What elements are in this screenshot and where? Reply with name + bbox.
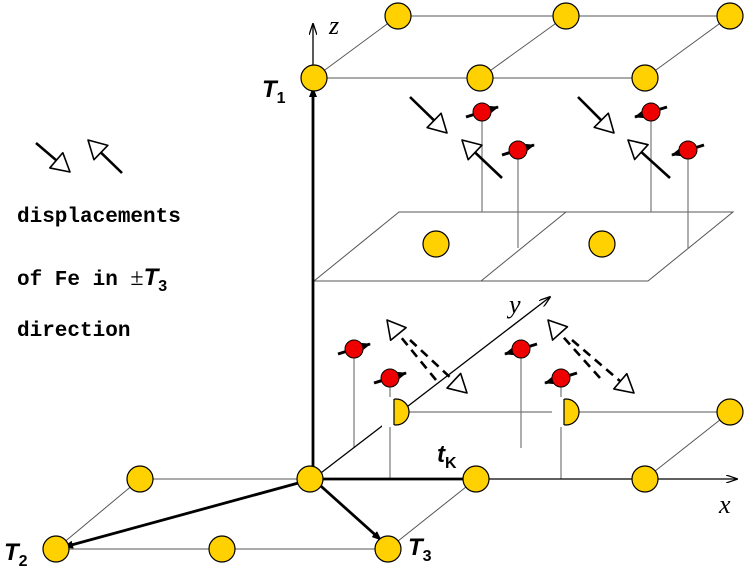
- y-axis: [312, 297, 550, 480]
- up-left-arrow-icon: [87, 139, 109, 161]
- yellow-atom: [208, 535, 236, 563]
- bottom-layer-grid: [55, 411, 731, 550]
- red-atom: [551, 368, 571, 388]
- yellow-atom: [300, 64, 328, 92]
- t3-vector: [312, 477, 382, 542]
- yellow-atom: [422, 230, 450, 258]
- coordinate-axes: [313, 24, 737, 479]
- legend-line-2-prefix: of Fe in: [17, 269, 131, 292]
- tk-label: tK: [437, 441, 457, 472]
- displacement-arrows: [386, 96, 671, 394]
- hollow-arrow: [627, 139, 649, 161]
- legend-arrow-icons: [35, 139, 123, 174]
- yellow-atom: [42, 535, 70, 563]
- yellow-atom: [552, 2, 580, 30]
- hollow-arrow: [386, 319, 407, 342]
- yellow-atom: [384, 2, 412, 30]
- legend-line-1: displacements: [17, 206, 181, 229]
- yellow-atom: [716, 2, 744, 30]
- yellow-atom: [462, 465, 490, 493]
- hollow-arrow: [593, 112, 615, 134]
- t1-label: T1: [262, 76, 286, 107]
- yellow-atom: [588, 230, 616, 258]
- hollow-arrow: [461, 139, 483, 161]
- middle-plane: [312, 211, 735, 282]
- legend-t: T: [143, 264, 159, 291]
- hollow-arrow: [613, 372, 635, 394]
- hollow-arrow: [547, 319, 569, 341]
- t2-label: T2: [4, 539, 28, 567]
- t2-vector: [63, 477, 314, 549]
- x-axis-label: x: [718, 490, 731, 519]
- red-atom: [344, 339, 364, 359]
- yellow-atom: [716, 398, 744, 426]
- yellow-atom: [631, 64, 659, 92]
- t3-label: T3: [408, 534, 432, 565]
- yellow-atom: [126, 465, 154, 493]
- red-atom: [511, 339, 531, 359]
- red-atoms: [337, 102, 705, 388]
- red-atom: [472, 102, 492, 122]
- hollow-arrow: [426, 112, 448, 134]
- down-right-arrow-icon: [49, 151, 71, 173]
- red-atom: [678, 140, 698, 160]
- yellow-atom: [466, 64, 494, 92]
- atom-stems: [353, 112, 689, 479]
- legend-line-3: direction: [17, 320, 131, 343]
- legend-line-2: of Fe in ±T3: [17, 264, 168, 295]
- legend-sub: 3: [158, 278, 168, 295]
- yellow-atom: [374, 535, 402, 563]
- y-axis-label: y: [506, 290, 521, 319]
- hollow-arrow: [446, 372, 468, 394]
- z-axis-label: z: [328, 11, 339, 40]
- red-atom: [508, 140, 528, 160]
- yellow-atom: [296, 465, 324, 493]
- yellow-atoms: [42, 2, 744, 563]
- red-atom: [380, 368, 400, 388]
- red-atom: [641, 102, 661, 122]
- lattice-vectors: [63, 87, 473, 549]
- top-layer-grid: [313, 15, 731, 79]
- legend-pm: ±: [130, 265, 144, 291]
- yellow-atom: [631, 465, 659, 493]
